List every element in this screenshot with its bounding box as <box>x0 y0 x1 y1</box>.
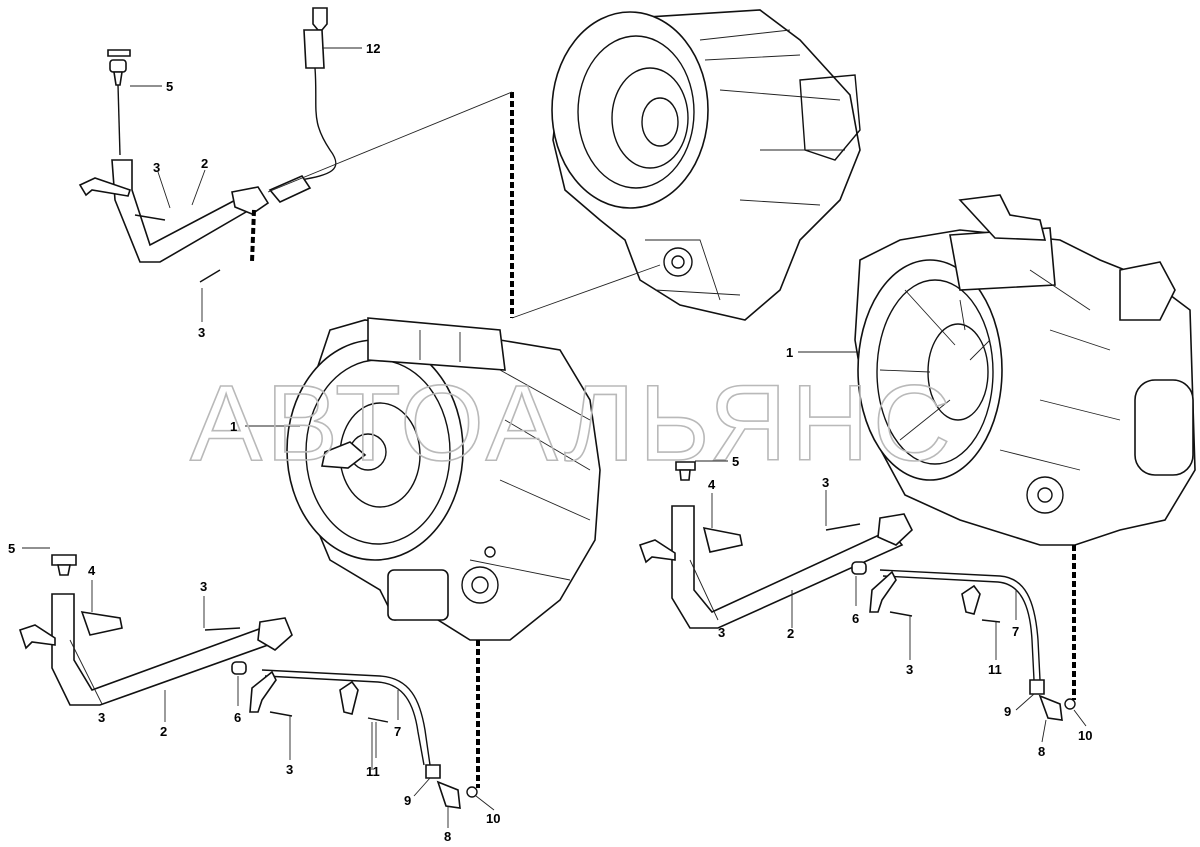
callout-9: 9 <box>1004 704 1011 719</box>
callout-10: 10 <box>486 811 500 826</box>
callout-1: 1 <box>230 419 237 434</box>
callout-3: 3 <box>198 325 205 340</box>
callout-10: 10 <box>1078 728 1092 743</box>
callout-3: 3 <box>98 710 105 725</box>
leader-lines <box>22 47 1087 828</box>
callout-7: 7 <box>1012 624 1019 639</box>
callout-6: 6 <box>852 611 859 626</box>
assembly-bottom-left <box>18 554 480 809</box>
transmission-top <box>551 9 861 321</box>
callout-2: 2 <box>201 156 208 171</box>
callout-11: 11 <box>988 662 1002 677</box>
callout-3: 3 <box>153 160 160 175</box>
callout-7: 7 <box>394 724 401 739</box>
assembly-bottom-right <box>638 461 1076 721</box>
callout-3: 3 <box>718 625 725 640</box>
callout-3: 3 <box>286 762 293 777</box>
callout-12: 12 <box>366 41 380 56</box>
callout-8: 8 <box>1038 744 1045 759</box>
callout-2: 2 <box>160 724 167 739</box>
callout-11: 11 <box>366 764 380 779</box>
callout-9: 9 <box>404 793 411 808</box>
callout-3: 3 <box>906 662 913 677</box>
callout-5: 5 <box>166 79 173 94</box>
watermark-text: АВТОАЛЬЯНС <box>190 362 955 483</box>
assembly-top-left <box>78 7 337 283</box>
callout-2: 2 <box>787 626 794 641</box>
callout-3: 3 <box>822 475 829 490</box>
callout-1: 1 <box>786 345 793 360</box>
callout-8: 8 <box>444 829 451 844</box>
callout-5: 5 <box>732 454 739 469</box>
callout-5: 5 <box>8 541 15 556</box>
callout-labels: 5 12 3 2 3 1 1 5 5 4 4 3 3 3 3 2 2 6 6 3… <box>8 41 1092 844</box>
transmission-right <box>854 194 1196 546</box>
callout-3: 3 <box>200 579 207 594</box>
transmission-center <box>286 317 601 641</box>
callout-6: 6 <box>234 710 241 725</box>
callout-4: 4 <box>88 563 96 578</box>
callout-4: 4 <box>708 477 716 492</box>
